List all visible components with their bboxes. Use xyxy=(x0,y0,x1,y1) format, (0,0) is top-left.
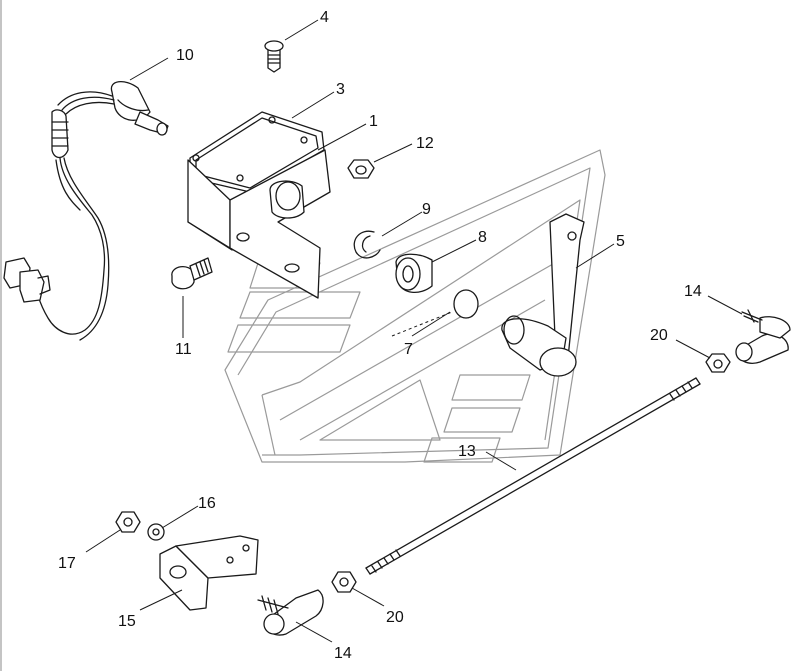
callout-17: 17 xyxy=(58,555,76,572)
part-7-washer xyxy=(391,289,479,337)
callout-5: 5 xyxy=(616,233,625,250)
callout-20-upper: 20 xyxy=(650,327,668,344)
callout-11: 11 xyxy=(175,341,192,358)
callout-20-lower: 20 xyxy=(386,609,404,626)
part-1-bracket xyxy=(187,149,331,299)
part-14-ball-joint-upper xyxy=(735,309,791,364)
callout-14-lower: 14 xyxy=(334,645,352,662)
part-4-screw xyxy=(264,40,284,73)
part-20-nut-upper xyxy=(705,353,731,373)
callout-labels: 4 10 3 1 12 9 8 5 14 20 11 7 13 16 17 15… xyxy=(58,9,702,662)
part-14-ball-joint-lower xyxy=(257,589,324,636)
callout-3: 3 xyxy=(336,81,345,98)
part-5-lever-arm xyxy=(501,213,585,377)
part-15-angle-bracket xyxy=(159,535,259,611)
part-11-bolt xyxy=(171,257,213,290)
part-12-nut xyxy=(347,159,375,179)
part-17-nut xyxy=(115,511,141,533)
callout-8: 8 xyxy=(478,229,487,246)
background-frame-outline xyxy=(224,149,606,463)
callout-7: 7 xyxy=(404,341,413,358)
part-20-nut-lower xyxy=(331,571,357,593)
part-10-switch-harness xyxy=(3,81,169,341)
callout-9: 9 xyxy=(422,201,431,218)
part-8-bushing xyxy=(395,253,433,293)
callout-4: 4 xyxy=(320,9,329,26)
callout-14-upper: 14 xyxy=(684,283,702,300)
part-16-lock-washer xyxy=(147,523,165,541)
callout-12: 12 xyxy=(416,135,434,152)
part-13-threaded-rod xyxy=(365,377,701,575)
callout-15: 15 xyxy=(118,613,136,630)
callout-10: 10 xyxy=(176,47,194,64)
part-9-e-clip xyxy=(353,230,381,259)
callout-13: 13 xyxy=(458,443,476,460)
callout-16: 16 xyxy=(198,495,216,512)
callout-1: 1 xyxy=(369,113,378,130)
leader-lines xyxy=(85,19,743,643)
